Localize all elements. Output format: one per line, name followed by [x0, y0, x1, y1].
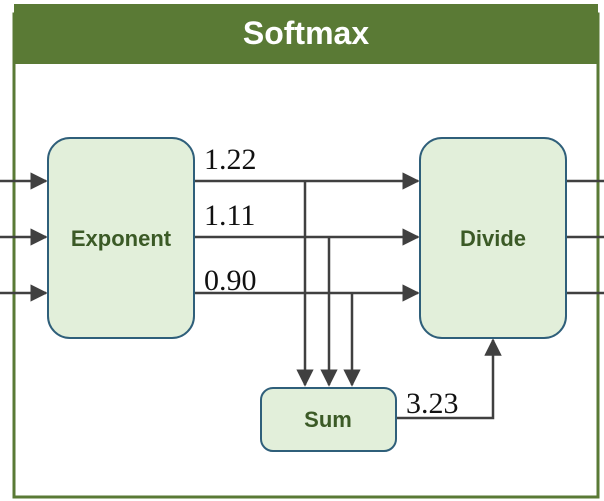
exponent-label: Exponent — [71, 226, 172, 251]
value-label-3: 0.90 — [204, 264, 257, 297]
sum-box — [260, 387, 397, 452]
sum-label: Sum — [304, 407, 352, 432]
sum-value-label: 3.23 — [406, 387, 459, 420]
divide-box — [419, 137, 567, 339]
value-label-1: 1.22 — [204, 143, 257, 176]
value-label-2: 1.11 — [204, 199, 255, 232]
exponent-box — [47, 137, 195, 339]
diagram-title: Softmax — [243, 15, 369, 51]
title-bar — [14, 4, 598, 64]
sum-to-divide-arrow — [396, 338, 502, 420]
divide-label: Divide — [460, 226, 526, 251]
